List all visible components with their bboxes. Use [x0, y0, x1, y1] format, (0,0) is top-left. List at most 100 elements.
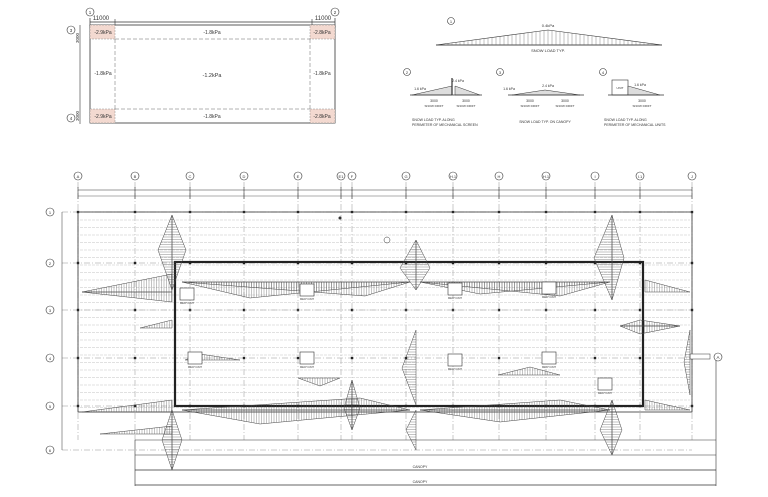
detail-3-canopy: 3 1.6 kPa 2.4 kPa 3000 3000 SNOW DRIFT S…: [496, 68, 584, 124]
col-tag-label: H.1: [450, 174, 457, 179]
mech-unit-box: [299, 283, 315, 297]
svg-text:1.6 kPa: 1.6 kPa: [503, 87, 515, 91]
building-outline: [77, 211, 693, 413]
wind-pressure-plan: 11000 11000 1 2 3 4 3000 3000 -2.9kPa -2…: [66, 7, 340, 124]
pressure-corner-bl: -2.9kPa: [94, 114, 111, 120]
mech-unit-label: MECH UNIT: [300, 298, 314, 301]
col-tag: [239, 171, 249, 181]
svg-text:SNOW DRIFT: SNOW DRIFT: [556, 104, 575, 108]
col-tag: [73, 171, 83, 181]
svg-text:3000: 3000: [462, 99, 470, 103]
col-tag: [687, 171, 697, 181]
svg-text:1: 1: [450, 19, 453, 24]
canopy-label-1: CANOPY: [413, 465, 428, 469]
svg-text:3000: 3000: [430, 99, 438, 103]
mech-unit-box: [187, 351, 203, 365]
svg-text:SNOW LOAD TYP. ALONG: SNOW LOAD TYP. ALONG: [412, 118, 455, 122]
col-tag-label: E: [297, 174, 300, 179]
row-tag: [45, 207, 55, 217]
pressure-corner-tr: -2.8kPa: [313, 30, 330, 36]
col-tag-label: A: [77, 174, 80, 179]
svg-text:UNIT: UNIT: [617, 86, 624, 90]
detail-4-mech-units: 4 UNIT 1.6 kPa 3000 SNOW DRIFT SNOW LOAD…: [599, 68, 666, 127]
mech-unit-box: [541, 351, 557, 365]
row-tag: [45, 258, 55, 268]
svg-text:SNOW DRIFT: SNOW DRIFT: [633, 104, 652, 108]
col-tag-label: H.1: [543, 174, 550, 179]
svg-text:1.6 kPa: 1.6 kPa: [414, 87, 426, 91]
svg-text:SNOW DRIFT: SNOW DRIFT: [457, 104, 476, 108]
row-tag-label: 5: [49, 404, 52, 409]
row-tag-label: 3: [49, 308, 52, 313]
svg-text:SNOW DRIFT: SNOW DRIFT: [425, 104, 444, 108]
svg-text:3: 3: [499, 70, 502, 75]
svg-text:3: 3: [70, 28, 73, 33]
col-tag: [336, 171, 346, 181]
svg-text:4: 4: [602, 70, 605, 75]
row-tag: [45, 353, 55, 363]
grid-tag-4: [66, 113, 76, 123]
detail-tag-1: [447, 17, 455, 25]
mech-unit-box: [447, 353, 463, 367]
svg-text:4: 4: [70, 116, 73, 121]
grid-tag-2: [330, 7, 340, 17]
row-tag-label: 6: [49, 448, 52, 453]
col-tag: [130, 171, 140, 181]
mech-unit-label: MECH UNIT: [542, 296, 556, 299]
corner-zone-br: [309, 108, 336, 124]
svg-text:SNOW LOAD TYP. ON CANOPY: SNOW LOAD TYP. ON CANOPY: [519, 120, 571, 124]
mech-unit-box: [447, 282, 463, 296]
col-tag-label: B: [134, 174, 137, 179]
col-tag-label: G: [404, 174, 407, 179]
col-tag-label: F: [351, 174, 354, 179]
pressure-corner-tl: -2.9kPa: [94, 30, 111, 36]
svg-text:2: 2: [406, 70, 409, 75]
svg-text:3000: 3000: [526, 99, 534, 103]
snow-typ-peak: 0.4kPa: [542, 23, 555, 28]
detail-2-mech-screen: 2 1.6 kPa 2.4 kPa 3000 3000 SNOW DRIFT S…: [403, 68, 482, 127]
mech-unit-box: [179, 287, 195, 301]
row-tag: [45, 445, 55, 455]
col-tag-label: H: [498, 174, 501, 179]
side-tag-a: [713, 352, 723, 362]
svg-text:A: A: [716, 355, 719, 360]
col-tag-label: J: [691, 174, 693, 179]
pressure-edge-left: -1.8kPa: [94, 71, 111, 77]
row-tag: [45, 401, 55, 411]
col-tag: [448, 171, 458, 181]
mech-unit-label: MECH UNIT: [448, 368, 462, 371]
dim-right-top: 11000: [315, 16, 332, 22]
corner-zone-tl: [89, 24, 116, 40]
svg-text:SNOW LOAD TYP. ALONG: SNOW LOAD TYP. ALONG: [604, 118, 647, 122]
row-tag-label: 1: [49, 210, 52, 215]
mech-unit-label: MECH UNIT: [542, 366, 556, 369]
mech-unit-label: MECH UNIT: [300, 366, 314, 369]
pressure-edge-bottom: -1.8kPa: [203, 114, 220, 120]
col-tag: [635, 171, 645, 181]
grid-tag-1: [85, 7, 95, 17]
col-tag: [185, 171, 195, 181]
grid-tag-3: [66, 25, 76, 35]
detail-tag-4: [599, 68, 607, 76]
col-tag-label: E1: [339, 174, 345, 179]
dim-left-top: 11000: [93, 16, 110, 22]
mech-unit-label: MECH UNIT: [180, 302, 194, 305]
snow-load-typical: 1 0.4kPa SNOW LOAD TYP.: [435, 17, 663, 53]
canopy-label-2: CANOPY: [413, 480, 428, 484]
col-tag: [293, 171, 303, 181]
col-tag-label: I.1: [638, 174, 643, 179]
svg-text:3000: 3000: [75, 32, 80, 43]
svg-text:2.4 kPa: 2.4 kPa: [452, 79, 464, 83]
pressure-corner-br: -2.8kPa: [313, 114, 330, 120]
svg-text:3000: 3000: [638, 99, 646, 103]
mech-unit-box: [597, 377, 613, 391]
row-tag-label: 2: [49, 261, 52, 266]
col-tag: [401, 171, 411, 181]
detail-tag-3: [496, 68, 504, 76]
corner-zone-bl: [89, 108, 116, 124]
svg-text:2: 2: [334, 10, 337, 15]
pressure-edge-right: -1.8kPa: [313, 71, 330, 77]
mech-unit-label: MECH UNIT: [598, 392, 612, 395]
